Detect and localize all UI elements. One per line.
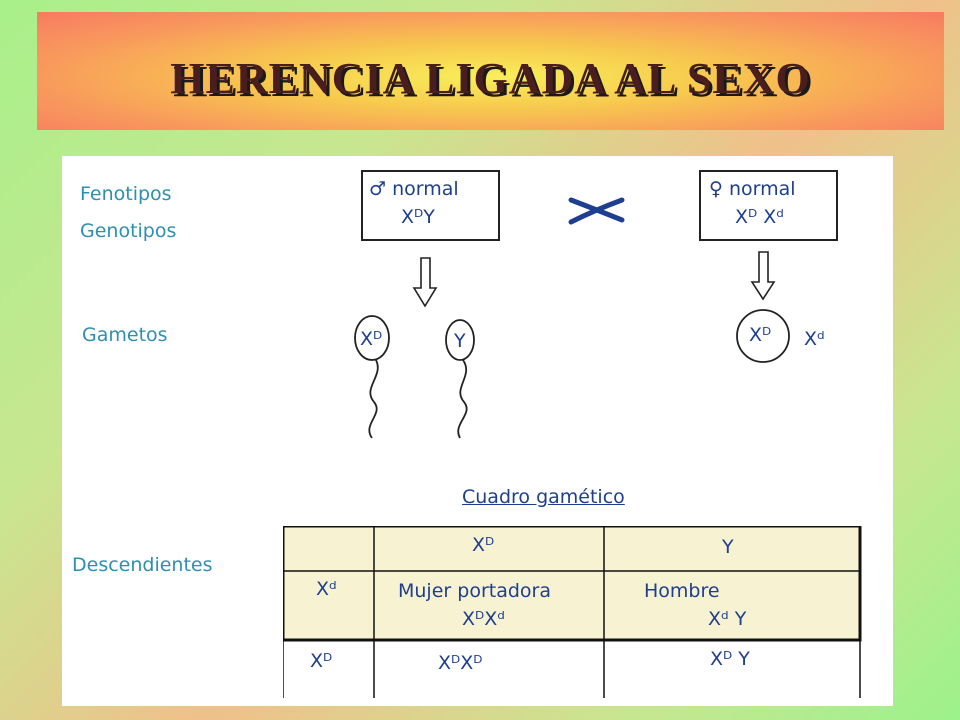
gamete-female-xd-recessive: Xᵈ <box>804 328 825 350</box>
page-title: HERENCIA LIGADA AL SEXO <box>170 54 811 103</box>
gamete-male-xd: Xᴰ <box>360 328 383 350</box>
gametes-drawing <box>354 251 790 439</box>
male-phenotype: ♂ normal <box>369 178 459 200</box>
female-parent-box: ♀ normal Xᴰ Xᵈ <box>699 170 838 241</box>
sperm-tail-2 <box>457 359 468 439</box>
diagram-panel: Fenotipos Genotipos Gametos Descendiente… <box>62 156 893 706</box>
cell-mujer-portadora: Mujer portadora <box>398 580 551 602</box>
punnett-grid <box>283 526 862 698</box>
egg-cell <box>736 309 790 363</box>
col-header-xd: Xᴰ <box>472 534 495 556</box>
male-parent-box: ♂ normal XᴰY <box>361 170 500 241</box>
label-descendientes: Descendientes <box>72 554 213 576</box>
label-gametos: Gametos <box>82 324 168 346</box>
title-banner: HERENCIA LIGADA AL SEXO <box>37 12 944 130</box>
punnett-title: Cuadro gamético <box>462 486 625 508</box>
col-header-y: Y <box>722 536 734 558</box>
sperm-head-2 <box>445 319 475 361</box>
cell-genotype-xdy: Xᵈ Y <box>708 608 747 630</box>
male-genotype: XᴰY <box>401 206 435 228</box>
cell-genotype-xdy-2: Xᴰ Y <box>710 648 750 670</box>
male-arrow-icon <box>412 257 438 308</box>
cell-hombre: Hombre <box>644 580 720 602</box>
sperm-head-1 <box>354 315 390 361</box>
row-header-xd-recessive: Xᵈ <box>316 578 337 600</box>
label-fenotipos: Fenotipos <box>80 183 172 205</box>
cross-symbol <box>568 197 625 225</box>
label-genotipos: Genotipos <box>80 220 177 242</box>
row-header-xd: Xᴰ <box>310 650 333 672</box>
cell-genotype-xdxd-2: XᴰXᴰ <box>438 652 483 674</box>
gamete-male-y: Y <box>454 330 466 352</box>
gamete-female-xd: Xᴰ <box>749 324 772 346</box>
sperm-tail-1 <box>368 359 379 439</box>
cell-genotype-xdxd: XᴰXᵈ <box>462 608 505 630</box>
female-arrow-icon <box>750 251 776 301</box>
female-phenotype: ♀ normal <box>709 178 796 200</box>
grid-highlight <box>283 526 860 640</box>
female-genotype: Xᴰ Xᵈ <box>735 206 784 228</box>
